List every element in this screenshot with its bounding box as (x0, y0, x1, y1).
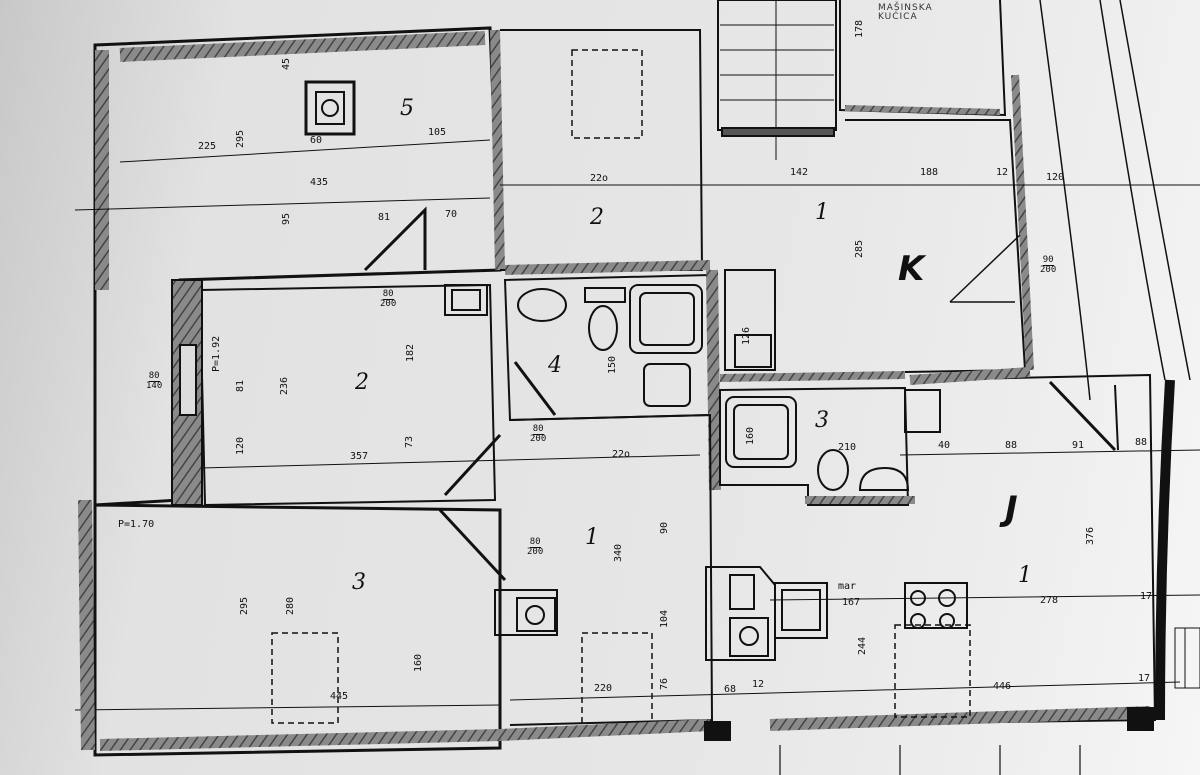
dim-88: 88 (1005, 440, 1018, 451)
dim-220-top: 22o (590, 173, 609, 184)
dim-220-mid: 22o (612, 449, 631, 460)
dim-295-bottom: 295 (239, 596, 250, 615)
dim-12-bottom: 12 (752, 679, 765, 690)
room-label-5: 5 (400, 96, 414, 121)
dim-160-bath: 160 (745, 426, 756, 445)
room-label-1-bottom: 1 (1018, 563, 1032, 588)
room-label-3-left: 3 (352, 570, 366, 595)
room-label-J: J (1005, 489, 1018, 529)
room-label-2-top: 2 (590, 205, 604, 230)
dim-445: 445 (330, 691, 349, 702)
dim-376: 376 (1085, 526, 1096, 545)
dim-182: 182 (405, 343, 416, 362)
dim-120: 120 (1046, 172, 1065, 183)
dim-225: 225 (198, 141, 217, 152)
room-label-4: 4 (548, 353, 562, 378)
dim-76: 76 (659, 677, 670, 690)
dim-446: 446 (993, 681, 1012, 692)
dim-95: 95 (281, 212, 292, 225)
room-label-1-hall: 1 (585, 525, 599, 550)
dim-220-bottom: 220 (594, 683, 613, 694)
dim-142: 142 (790, 167, 809, 178)
room-label-2-mid: 2 (355, 370, 369, 395)
dim-81-mid: 81 (235, 379, 246, 392)
dim-81-top: 81 (378, 212, 391, 223)
dim-357: 357 (350, 451, 369, 462)
dim-188: 188 (920, 167, 939, 178)
dim-178: 178 (854, 19, 865, 38)
dim-91: 91 (1072, 440, 1085, 451)
dim-236: 236 (279, 376, 290, 395)
dim-105: 105 (428, 127, 447, 138)
dim-17-bottom: 17 (1138, 673, 1151, 684)
kitchen-note: mar (838, 581, 857, 592)
dim-280: 280 (285, 596, 296, 615)
machine-room-note: MAŠINSKA KUĆICA (878, 3, 933, 22)
dim-295-top: 295 (235, 129, 246, 148)
dim-60: 60 (310, 135, 323, 146)
dim-340: 340 (613, 543, 624, 562)
dim-88-right: 88 (1135, 437, 1148, 448)
parapet-height-small: P=1.92 (211, 335, 222, 372)
dim-90: 90 (659, 521, 670, 534)
dim-278: 278 (1040, 595, 1059, 606)
dim-285: 285 (854, 239, 865, 258)
dim-244: 244 (857, 636, 868, 655)
dim-150: 150 (607, 355, 618, 374)
dim-45: 45 (281, 57, 292, 70)
dim-160: 160 (413, 653, 424, 672)
dim-17-top: 17 (1140, 591, 1153, 602)
dim-40: 40 (938, 440, 951, 451)
dim-70-top: 70 (445, 209, 458, 220)
dim-210: 210 (838, 442, 857, 453)
dim-435: 435 (310, 177, 329, 188)
parapet-height: P=1.70 (118, 519, 155, 530)
dim-12-top: 12 (996, 167, 1009, 178)
room-label-3-right: 3 (815, 408, 829, 433)
room-label-K: K (898, 249, 925, 289)
room-label-1-top: 1 (815, 200, 829, 225)
dim-68: 68 (724, 684, 737, 695)
dim-126: 126 (741, 326, 752, 345)
dim-167: 167 (842, 597, 861, 608)
dim-120-left: 120 (235, 436, 246, 455)
dim-104: 104 (659, 609, 670, 628)
dim-73: 73 (404, 435, 415, 448)
